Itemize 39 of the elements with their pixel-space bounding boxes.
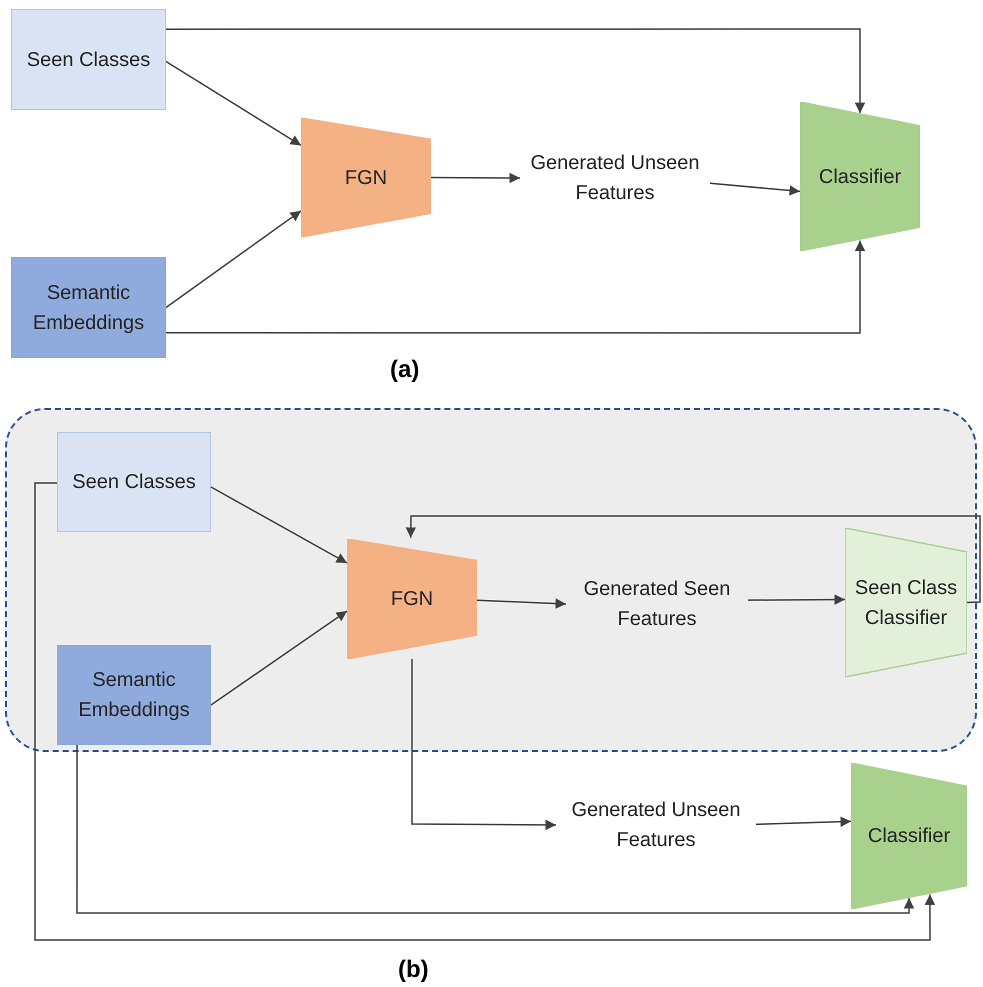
classifier-trapezoid xyxy=(851,763,967,909)
arrow xyxy=(166,210,302,308)
node-text: Generated Unseen Features xyxy=(529,151,700,206)
arrow xyxy=(406,515,981,604)
embedding-box xyxy=(11,257,166,358)
arrow xyxy=(431,172,520,184)
node-text: Semantic Embeddings xyxy=(77,668,191,723)
arrow xyxy=(76,745,914,914)
arrow xyxy=(166,28,866,114)
arrow xyxy=(710,182,800,196)
subfigure-label: (a) xyxy=(390,355,420,385)
subfigure-label: (b) xyxy=(398,955,429,985)
generator-trapezoid xyxy=(301,118,431,237)
generator-trapezoid xyxy=(347,539,477,659)
arrow xyxy=(34,482,936,941)
arrow xyxy=(476,598,566,609)
class-box xyxy=(57,432,211,532)
node-text: Seen Class Classifier xyxy=(854,576,958,630)
arrow xyxy=(210,486,348,564)
classifier-trapezoid xyxy=(800,102,920,251)
node-text: Generated Seen Features xyxy=(582,577,732,632)
node-text: FGN xyxy=(344,166,388,190)
arrow xyxy=(166,60,302,146)
arrow xyxy=(210,610,348,706)
node-text: Classifier xyxy=(866,824,952,849)
dashed-region xyxy=(5,408,977,752)
node-text: Seen Classes xyxy=(26,48,152,72)
embedding-box xyxy=(57,645,211,745)
arrow xyxy=(748,594,845,605)
class-box xyxy=(11,9,166,110)
node-text: FGN xyxy=(390,587,434,612)
arrow xyxy=(411,659,556,830)
node-text: Semantic Embeddings xyxy=(32,280,146,336)
arrow xyxy=(756,816,852,827)
node-text: Generated Unseen Features xyxy=(570,798,742,853)
node-text: Seen Classes xyxy=(71,470,197,495)
arrow xyxy=(166,240,866,334)
node-text: Classifier xyxy=(818,164,902,190)
classifier-trapezoid xyxy=(845,528,967,677)
